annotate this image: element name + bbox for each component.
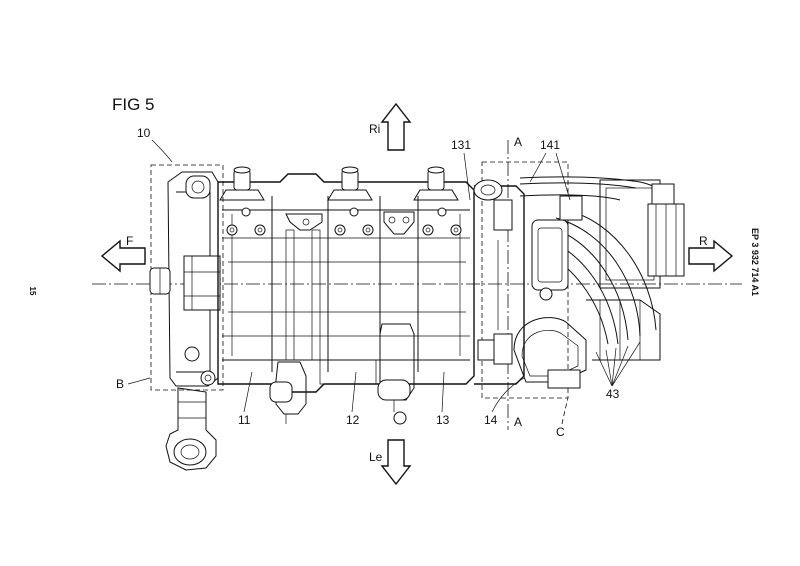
figure-title: FIG 5 [112, 95, 155, 114]
page-number: 15 [28, 287, 37, 296]
ref-b-label: B [116, 377, 124, 391]
ref-141-leader-2 [555, 152, 571, 201]
plug-boss-3 [413, 166, 459, 201]
ref-131-leader [463, 152, 471, 201]
arrow-down-icon [380, 439, 412, 486]
direction-le-label: Le [369, 450, 383, 464]
ref-13-leader [441, 371, 445, 413]
harness-assembly [513, 176, 685, 389]
lower-fitting-2 [377, 323, 415, 425]
upper-bracket-2 [383, 211, 415, 235]
ref-14-label: 14 [484, 413, 498, 427]
arrow-right-icon [688, 239, 734, 273]
ref-131-label: 131 [451, 138, 471, 152]
ref-11-label: 11 [238, 413, 251, 427]
lower-fitting-1 [269, 361, 307, 424]
bolt-holes [226, 207, 462, 236]
ref-12-label: 12 [346, 413, 360, 427]
ref-11-leader [243, 371, 253, 413]
cylinder-block [217, 173, 475, 393]
ref-10-label: 10 [137, 126, 151, 140]
ref-b-leader [127, 377, 151, 385]
ref-141-label: 141 [540, 138, 560, 152]
plug-boss-2 [327, 166, 373, 201]
ref-12-leader [351, 371, 357, 413]
ref-43-leaders [595, 341, 641, 387]
ref-14-leader [491, 377, 525, 413]
tie-rod-1 [285, 229, 295, 361]
arrow-left-icon [100, 239, 146, 273]
lower-rail [319, 359, 377, 385]
ref-c-label: C [556, 425, 565, 439]
ref-141-leader-1 [529, 152, 547, 183]
direction-r-label: R [699, 234, 708, 248]
arrow-up-icon [380, 102, 412, 151]
section-a-top-label: A [514, 135, 522, 149]
ref-43-label: 43 [606, 387, 620, 401]
ref-10-leader [151, 139, 173, 163]
direction-f-label: F [126, 234, 133, 248]
section-a-bottom-label: A [514, 415, 522, 429]
rear-flange [473, 179, 525, 385]
plug-boss-1 [219, 166, 265, 201]
tie-rod-2 [311, 229, 321, 361]
front-housing [149, 171, 221, 471]
publication-number: EP 3 932 714 A1 [750, 228, 760, 296]
upper-bracket-1 [285, 213, 323, 231]
ref-c-leader [561, 397, 569, 425]
direction-ri-label: Ri [369, 122, 380, 136]
ref-13-label: 13 [436, 413, 450, 427]
